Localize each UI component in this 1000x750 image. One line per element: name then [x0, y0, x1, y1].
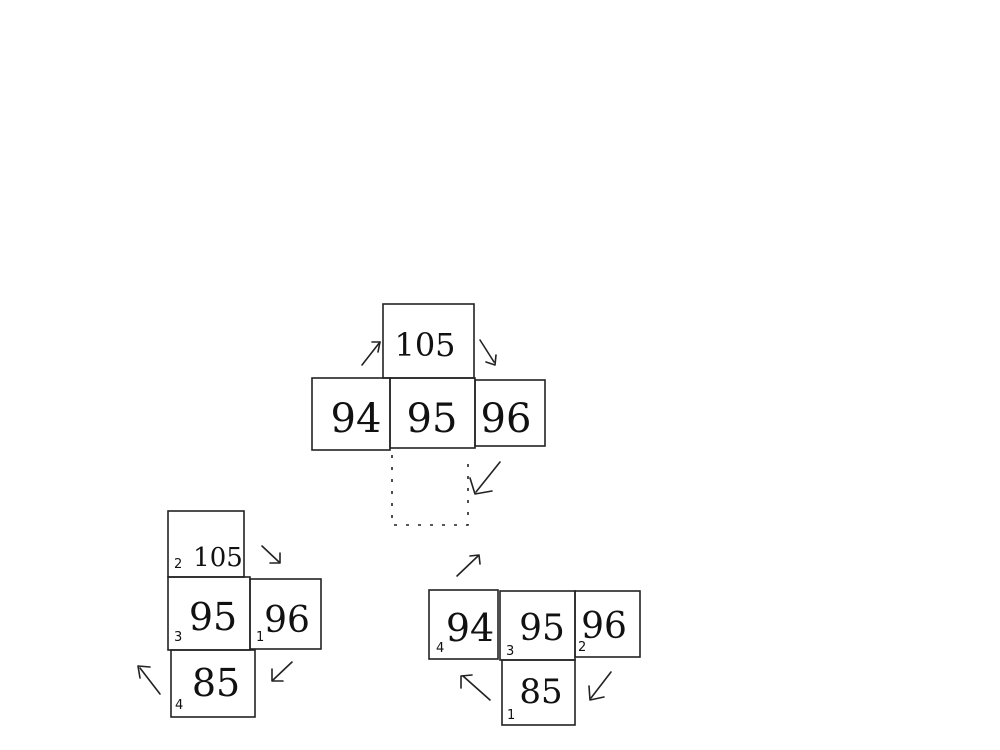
left-middle-value: 95	[189, 595, 237, 639]
left-top-order: 2	[174, 557, 182, 572]
arrow-down-right-icon	[479, 339, 497, 366]
right-arrow-down-left-icon	[588, 671, 612, 701]
right-a-cell: 4 94	[428, 589, 499, 660]
left-middle-order: 3	[174, 630, 182, 645]
left-arrow-up-left-icon	[137, 665, 161, 695]
center-top-value: 105	[394, 326, 455, 364]
left-top-cell: 2 105	[167, 510, 245, 578]
left-arrow-down-right-icon	[261, 545, 281, 564]
left-bottom-value: 85	[192, 661, 240, 705]
left-arrow-down-left-icon	[271, 661, 293, 682]
right-c-order: 2	[578, 640, 586, 655]
left-right-order: 1	[256, 630, 264, 645]
right-bottom-cell: 1 85	[501, 659, 576, 726]
arrow-up-right-icon	[361, 341, 381, 366]
right-c-value: 96	[581, 606, 627, 647]
right-a-value: 94	[446, 606, 494, 650]
left-bottom-cell: 4 85	[170, 649, 256, 718]
center-middle-cell: 95	[389, 377, 476, 449]
right-b-order: 3	[506, 644, 514, 659]
arrow-up-right-icon-2	[456, 554, 481, 577]
empty-slot-outline	[391, 455, 469, 526]
center-left-cell: 94	[311, 377, 391, 451]
left-middle-cell: 3 95	[167, 576, 251, 651]
left-top-value: 105	[193, 543, 243, 573]
left-right-value: 96	[264, 600, 310, 641]
arrow-down-left-icon	[469, 461, 501, 495]
center-right-cell: 96	[474, 379, 546, 447]
right-bottom-order: 1	[507, 708, 515, 723]
right-b-cell: 3 95	[499, 590, 576, 661]
center-group: 105 94 95 96	[311, 303, 546, 577]
center-top-cell: 105	[382, 303, 475, 379]
right-a-order: 4	[436, 641, 444, 656]
right-bottom-value: 85	[519, 672, 562, 712]
center-middle-value: 95	[407, 396, 458, 442]
center-right-value: 96	[481, 396, 532, 442]
center-left-value: 94	[331, 396, 382, 442]
left-right-cell: 1 96	[249, 578, 322, 650]
right-group: 4 94 3 95 2 96 1 85	[428, 589, 641, 726]
right-arrow-up-left-icon	[460, 674, 491, 701]
left-group: 2 105 3 95 1 96 4 85	[137, 510, 322, 718]
left-bottom-order: 4	[175, 698, 183, 713]
right-b-value: 95	[519, 608, 565, 649]
right-c-cell: 2 96	[574, 590, 641, 658]
